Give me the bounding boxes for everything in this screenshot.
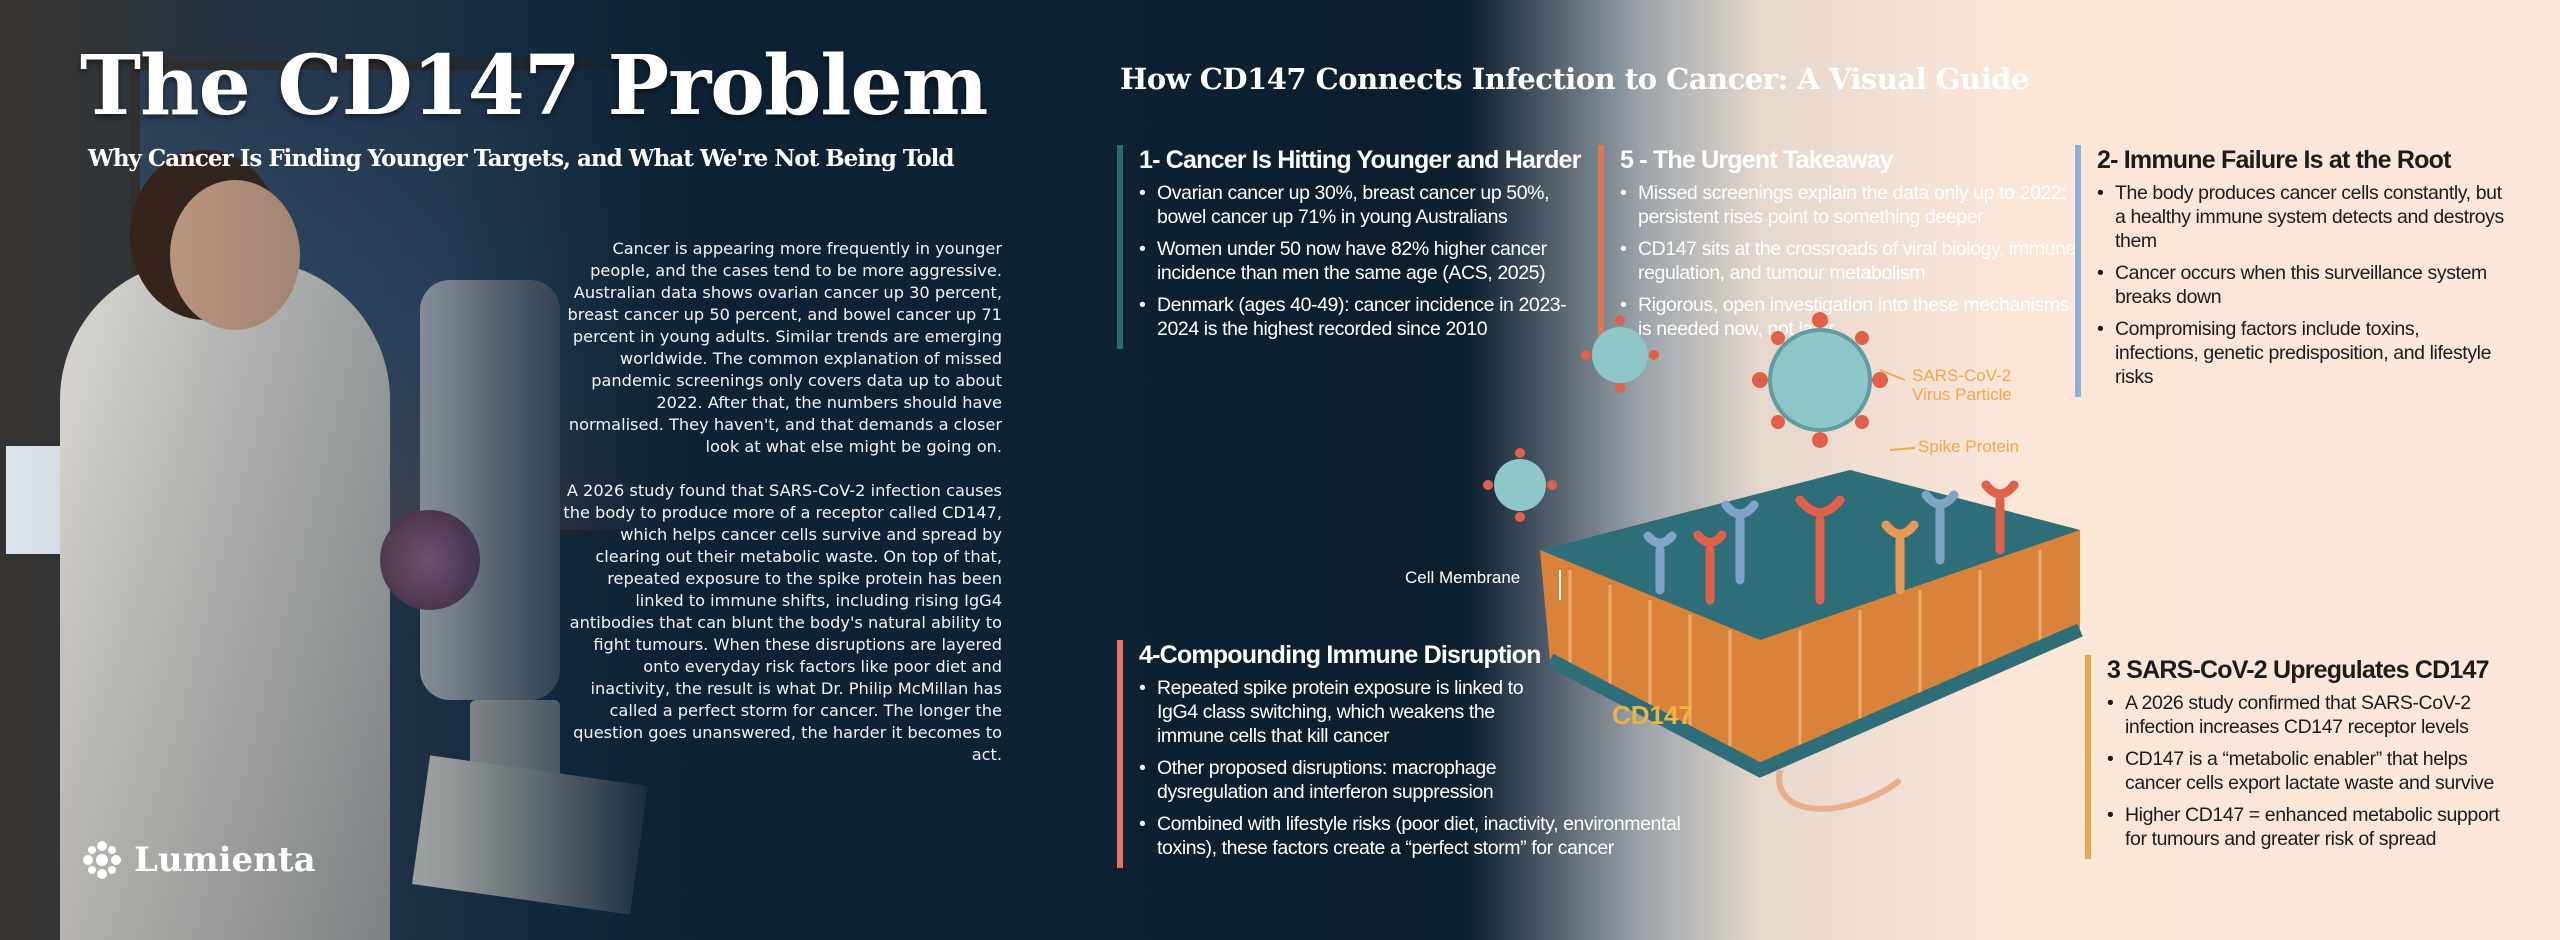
bullet: Women under 50 now have 82% higher cance… <box>1139 237 1597 285</box>
bullet: Compromising factors include toxins, inf… <box>2097 317 2505 389</box>
page-subtitle: Why Cancer Is Finding Younger Targets, a… <box>88 145 954 172</box>
bullet: CD147 sits at the crossroads of viral bi… <box>1620 237 2078 285</box>
cell-membrane-label: Cell Membrane <box>1405 568 1521 587</box>
section-title: 2- Immune Failure Is at the Root <box>2097 146 2451 174</box>
ace2-receptor <box>1721 500 1759 585</box>
bullet: The body produces cancer cells constantl… <box>2097 181 2505 253</box>
guide-title: How CD147 Connects Infection to Cancer: … <box>1120 62 2029 96</box>
spike-protein-label: Spike Protein <box>1918 437 2020 456</box>
cd147-receptor <box>1795 495 1845 605</box>
cd147-tail <box>1776 769 1902 812</box>
bullet: Repeated spike protein exposure is linke… <box>1139 676 1529 748</box>
section-title: 1- Cancer Is Hitting Younger and Harder <box>1139 146 1581 174</box>
intro-paragraph: A 2026 study found that SARS-CoV-2 infec… <box>563 481 1002 764</box>
bullet: CD147 is a “metabolic enabler” that help… <box>2107 747 2525 795</box>
section-3: 3 SARS-CoV-2 Upregulates CD147 A 2026 st… <box>2085 655 2525 859</box>
bullet: Other proposed disruptions: macrophage d… <box>1139 756 1529 804</box>
scene-overlay <box>0 0 1000 940</box>
bullet: Missed screenings explain the data only … <box>1620 181 2078 229</box>
virus-label-line: SARS-CoV-2 <box>1912 366 2012 385</box>
section-1: 1- Cancer Is Hitting Younger and Harder … <box>1117 145 1597 349</box>
lab-illustration <box>0 0 1000 940</box>
receptors <box>1643 480 2019 605</box>
bullet: Higher CD147 = enhanced metabolic suppor… <box>2107 803 2525 851</box>
cd147-receptor <box>1693 530 1727 605</box>
cell-membrane-diagram <box>1483 312 2083 812</box>
bullet: Combined with lifestyle risks (poor diet… <box>1139 812 1717 860</box>
bullet: A 2026 study confirmed that SARS-CoV-2 i… <box>2107 691 2525 739</box>
virus-particle-large <box>1752 312 1888 448</box>
virus-label-line: Virus Particle <box>1912 385 2012 404</box>
section-2: 2- Immune Failure Is at the Root The bod… <box>2075 145 2505 397</box>
receptor <box>1643 531 1677 595</box>
brand-logo: Lumienta <box>80 838 316 882</box>
page-title: The CD147 Problem <box>80 38 988 134</box>
cd147-receptor <box>1981 480 2019 555</box>
bullet: Denmark (ages 40-49): cancer incidence i… <box>1139 293 1597 341</box>
brand-name: Lumienta <box>134 840 316 880</box>
section-title: 4-Compounding Immune Disruption <box>1139 641 1541 669</box>
intro-paragraph: Cancer is appearing more frequently in y… <box>567 239 1002 456</box>
section-4: 4-Compounding Immune Disruption Repeated… <box>1117 640 1717 868</box>
intro-text: Cancer is appearing more frequently in y… <box>560 238 1002 766</box>
section-title: 3 SARS-CoV-2 Upregulates CD147 <box>2107 656 2489 684</box>
bullet: Ovarian cancer up 30%, breast cancer up … <box>1139 181 1597 229</box>
cd147-label: CD147 <box>1612 700 1693 730</box>
bullet: Cancer occurs when this surveillance sys… <box>2097 261 2505 309</box>
receptor <box>1881 520 1919 595</box>
section-title: 5 - The Urgent Takeaway <box>1620 146 1894 174</box>
ace2-receptor <box>1921 490 1959 565</box>
virus-particle-small <box>1581 315 1659 393</box>
virus-particle-small <box>1483 448 1557 522</box>
flower-logo-icon <box>83 841 121 879</box>
membrane-surface <box>1540 470 2080 640</box>
membrane-bottom-edge <box>1546 623 2083 778</box>
section-5: 5 - The Urgent Takeaway Missed screening… <box>1598 145 2078 349</box>
bullet: Rigorous, open investigation into these … <box>1620 293 2078 341</box>
